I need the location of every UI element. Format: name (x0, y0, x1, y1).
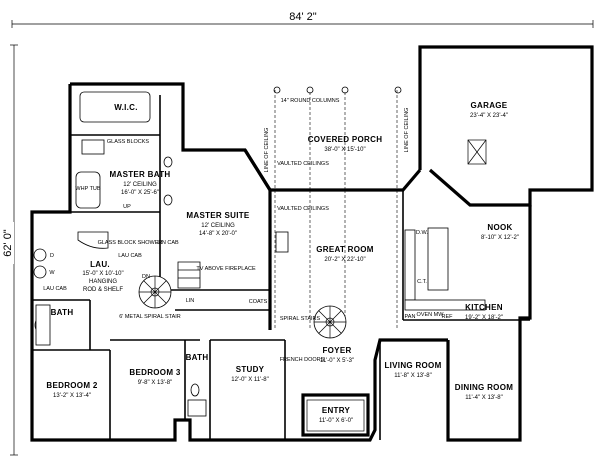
whp-tub-note: WHP TUB (75, 186, 100, 192)
master-bath-ceiling: 12' CEILING (123, 182, 157, 188)
tv-fireplace-note: TV ABOVE FIREPLACE (196, 266, 256, 272)
overall-width-dimension: 84' 2" (11, 9, 594, 28)
entry-dims: 11'-0" X 6'-0" (319, 418, 353, 424)
lin-cab-note: LIN CAB (157, 240, 179, 246)
lin-note: LIN (186, 298, 195, 304)
ct-note: C.T. (417, 279, 427, 285)
pan-note: PAN (405, 314, 416, 320)
oven-mw-note: OVEN MW (417, 312, 445, 318)
wic-label: W.I.C. (114, 103, 138, 112)
bedroom3-label: BEDROOM 3 (129, 368, 180, 377)
laundry-note-hanging: HANGING (89, 279, 117, 285)
great-room-dims: 20'-2" X 22'-10" (324, 257, 365, 263)
overall-depth-dimension: 62' 0" (2, 44, 18, 456)
dining-room-dims: 11'-4" X 13'-8" (465, 395, 502, 401)
overall-width-label: 84' 2" (289, 11, 317, 23)
laundry-dims: 15'-0" X 10'-10" (82, 271, 123, 277)
foyer-dims: 11'-0" X 5'-3" (320, 358, 354, 364)
ref-note: REF (442, 314, 454, 320)
metal-spiral-stair-note: 6' METAL SPIRAL STAIR (119, 314, 181, 320)
up-note: UP (123, 204, 131, 210)
washer-note: W (49, 270, 55, 276)
study-dims: 12'-0" X 11'-8" (231, 377, 268, 383)
laundry-label: LAU. (90, 260, 110, 269)
line-of-ceiling-right: LINE OF CEILING (404, 108, 410, 153)
interior-walls (32, 95, 530, 440)
bath-label: BATH (51, 308, 74, 317)
foyer-label: FOYER (322, 346, 351, 355)
entry-label: ENTRY (322, 406, 351, 415)
bath2-label: BATH (186, 353, 209, 362)
spiral-stairs-note: SPIRAL STAIRS (280, 316, 321, 322)
master-bath-label: MASTER BATH (110, 170, 171, 179)
exterior-walls (30, 45, 594, 442)
tv-stair (177, 261, 201, 289)
round-columns-note: 14" ROUND COLUMNS (281, 98, 340, 104)
master-suite-ceiling: 12' CEILING (201, 223, 235, 229)
line-of-ceiling-left: LINE OF CEILING (264, 128, 270, 173)
dw-note: D.W. (416, 230, 428, 236)
garage-dims: 23'-4" X 23'-4" (470, 113, 508, 119)
vaulted-ceilings-porch: VAULTED CEILINGS (277, 161, 329, 167)
glass-blocks-note: GLASS BLOCKS (107, 139, 150, 145)
entry-portico (301, 393, 370, 437)
covered-porch-dims: 38'-0" X 15'-10" (324, 147, 365, 153)
lau-cab-note-2: LAU CAB (43, 286, 67, 292)
great-room-label: GREAT ROOM (316, 245, 374, 254)
master-suite-label: MASTER SUITE (186, 211, 250, 220)
nook-label: NOOK (487, 223, 512, 232)
study-label: STUDY (236, 365, 265, 374)
kitchen-dims: 19'-2" X 18'-2" (465, 315, 503, 321)
master-bath-dims: 16'-0" X 25'-6" (121, 190, 159, 196)
spiral-stair-foyer (313, 305, 347, 339)
dryer-note: D (50, 253, 54, 259)
dn-note: DN (142, 274, 150, 280)
bedroom3-dims: 9'-8" X 13'-8" (138, 380, 173, 386)
living-room-dims: 11'-8" X 13'-8" (394, 373, 431, 379)
overall-depth-label: 62' 0" (2, 229, 14, 257)
fixtures (33, 91, 487, 417)
garage-label: GARAGE (471, 101, 508, 110)
lau-cab-note: LAU CAB (118, 253, 142, 259)
living-room-label: LIVING ROOM (384, 361, 441, 370)
french-doors-note: FRENCH DOORS (280, 357, 325, 363)
bedroom2-label: BEDROOM 2 (46, 381, 97, 390)
coats-note: COATS (249, 299, 268, 305)
ceiling-lines (274, 90, 398, 330)
kitchen-label: KITCHEN (465, 303, 503, 312)
glass-block-shower-note: GLASS BLOCK SHOWER (98, 240, 163, 246)
dining-room-label: DINING ROOM (455, 383, 513, 392)
master-suite-dims: 14'-8" X 20'-0" (199, 231, 237, 237)
spiral-stair-master (138, 275, 172, 309)
laundry-note-rod: ROD & SHELF (83, 287, 123, 293)
vaulted-ceilings-great-room: VAULTED CEILINGS (277, 206, 329, 212)
porch-columns (273, 86, 402, 94)
covered-porch-label: COVERED PORCH (308, 135, 383, 144)
nook-dims: 8'-10" X 12'-2" (481, 235, 519, 241)
bedroom2-dims: 13'-2" X 13'-4" (53, 393, 91, 399)
